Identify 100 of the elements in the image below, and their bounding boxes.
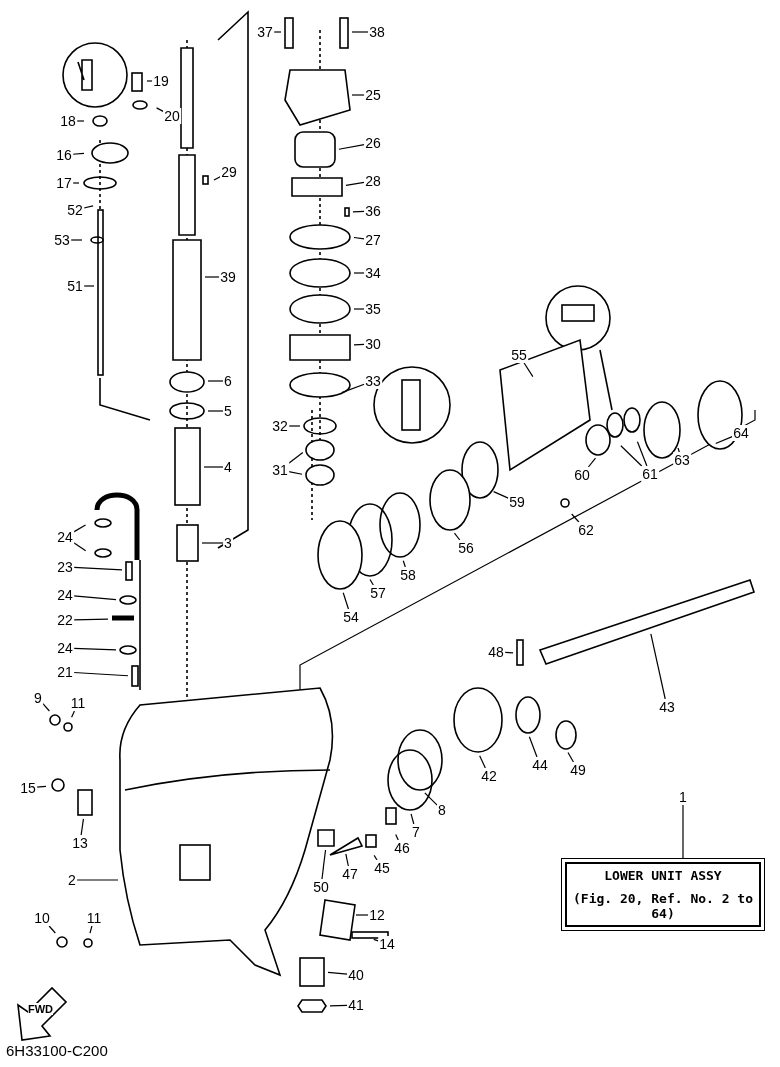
leader-line <box>73 618 109 621</box>
callout-number: 9 <box>33 690 43 706</box>
leader-line <box>288 425 301 427</box>
leader-line <box>342 592 350 610</box>
leader-line <box>587 457 597 468</box>
leader-line <box>73 524 87 533</box>
callout-number: 28 <box>364 173 382 189</box>
callout-number: 56 <box>457 540 475 556</box>
leader-line <box>73 566 123 571</box>
callout-number: 61 <box>641 466 659 482</box>
callout-number: 17 <box>55 175 73 191</box>
leader-line <box>288 471 303 475</box>
leader-line <box>352 210 365 213</box>
callout-number: 15 <box>19 780 37 796</box>
arrow-label: FWD <box>28 1003 54 1015</box>
callout-number: 55 <box>510 347 528 363</box>
callout-number: 40 <box>347 967 365 983</box>
leader-line <box>204 276 220 278</box>
box-text: LOWER UNIT ASSY <box>603 867 723 885</box>
leader-line <box>207 410 224 412</box>
leader-line <box>207 380 224 382</box>
callout-number: 26 <box>364 135 382 151</box>
leader-line <box>338 144 365 150</box>
leader-line <box>273 31 282 33</box>
callout-number: 27 <box>364 232 382 248</box>
callout-number: 53 <box>53 232 71 248</box>
callout-number: 58 <box>399 567 417 583</box>
leader-line <box>73 671 129 677</box>
leader-line <box>410 813 415 825</box>
leader-line <box>373 938 379 942</box>
callout-number: 24 <box>56 529 74 545</box>
leader-line <box>355 914 369 916</box>
callout-number: 29 <box>220 164 238 180</box>
leader-line <box>83 285 95 287</box>
callout-number: 6 <box>223 373 233 389</box>
leader-line <box>80 818 85 836</box>
leader-line <box>327 971 348 975</box>
callout-number: 16 <box>55 147 73 163</box>
leader-line <box>341 383 365 394</box>
leader-line <box>42 703 50 712</box>
leader-line <box>395 834 399 841</box>
leader-line <box>493 491 509 499</box>
callout-number: 50 <box>312 879 330 895</box>
callout-number: 5 <box>223 403 233 419</box>
callout-number: 11 <box>85 910 103 926</box>
leader-line <box>288 451 304 464</box>
leader-line <box>76 879 119 881</box>
leader-line <box>201 542 224 544</box>
callout-number: 10 <box>33 910 51 926</box>
leader-line <box>89 925 93 934</box>
box-text: (Fig. 20, Ref. No. 2 to 64) <box>572 890 754 923</box>
callout-number: 7 <box>411 824 421 840</box>
leader-line <box>76 120 85 122</box>
leader-line <box>353 272 365 274</box>
leader-line <box>567 751 575 763</box>
leader-line <box>523 362 534 378</box>
leader-line <box>70 239 83 241</box>
callout-number: 44 <box>531 757 549 773</box>
leader-line <box>636 441 648 467</box>
callout-number: 34 <box>364 265 382 281</box>
leader-line <box>682 804 684 859</box>
leader-line <box>528 736 538 758</box>
leader-line <box>571 513 580 523</box>
leader-line <box>677 447 680 453</box>
leader-line <box>650 633 666 700</box>
leader-line <box>373 854 378 861</box>
callout-number: 20 <box>163 108 181 124</box>
callout-number: 8 <box>437 802 447 818</box>
callout-number: 46 <box>393 840 411 856</box>
callout-number: 12 <box>368 907 386 923</box>
leader-line <box>453 532 461 541</box>
callout-number: 30 <box>364 336 382 352</box>
callout-number: 31 <box>271 462 289 478</box>
callout-number: 35 <box>364 301 382 317</box>
leader-line <box>203 466 224 468</box>
callout-number: 48 <box>487 644 505 660</box>
callout-number: 33 <box>364 373 382 389</box>
callout-number: 25 <box>364 87 382 103</box>
leader-line <box>73 647 117 651</box>
leader-line <box>36 785 47 788</box>
callout-number: 1 <box>678 789 688 805</box>
callout-number: 32 <box>271 418 289 434</box>
callout-number: 24 <box>56 640 74 656</box>
callout-number: 57 <box>369 585 387 601</box>
leader-line <box>345 181 365 186</box>
callout-number: 36 <box>364 203 382 219</box>
leader-line <box>353 343 365 346</box>
leader-line <box>72 182 80 184</box>
callout-number: 51 <box>66 278 84 294</box>
callout-number: 38 <box>368 24 386 40</box>
leader-line <box>72 152 85 155</box>
leader-line <box>48 925 56 934</box>
callout-number: 2 <box>67 872 77 888</box>
callout-number: 41 <box>347 997 365 1013</box>
callout-number: 11 <box>69 695 87 711</box>
leader-line <box>351 94 365 96</box>
callout-number: 21 <box>56 664 74 680</box>
callout-number: 23 <box>56 559 74 575</box>
leader-line <box>155 107 164 112</box>
callout-number: 42 <box>480 768 498 784</box>
